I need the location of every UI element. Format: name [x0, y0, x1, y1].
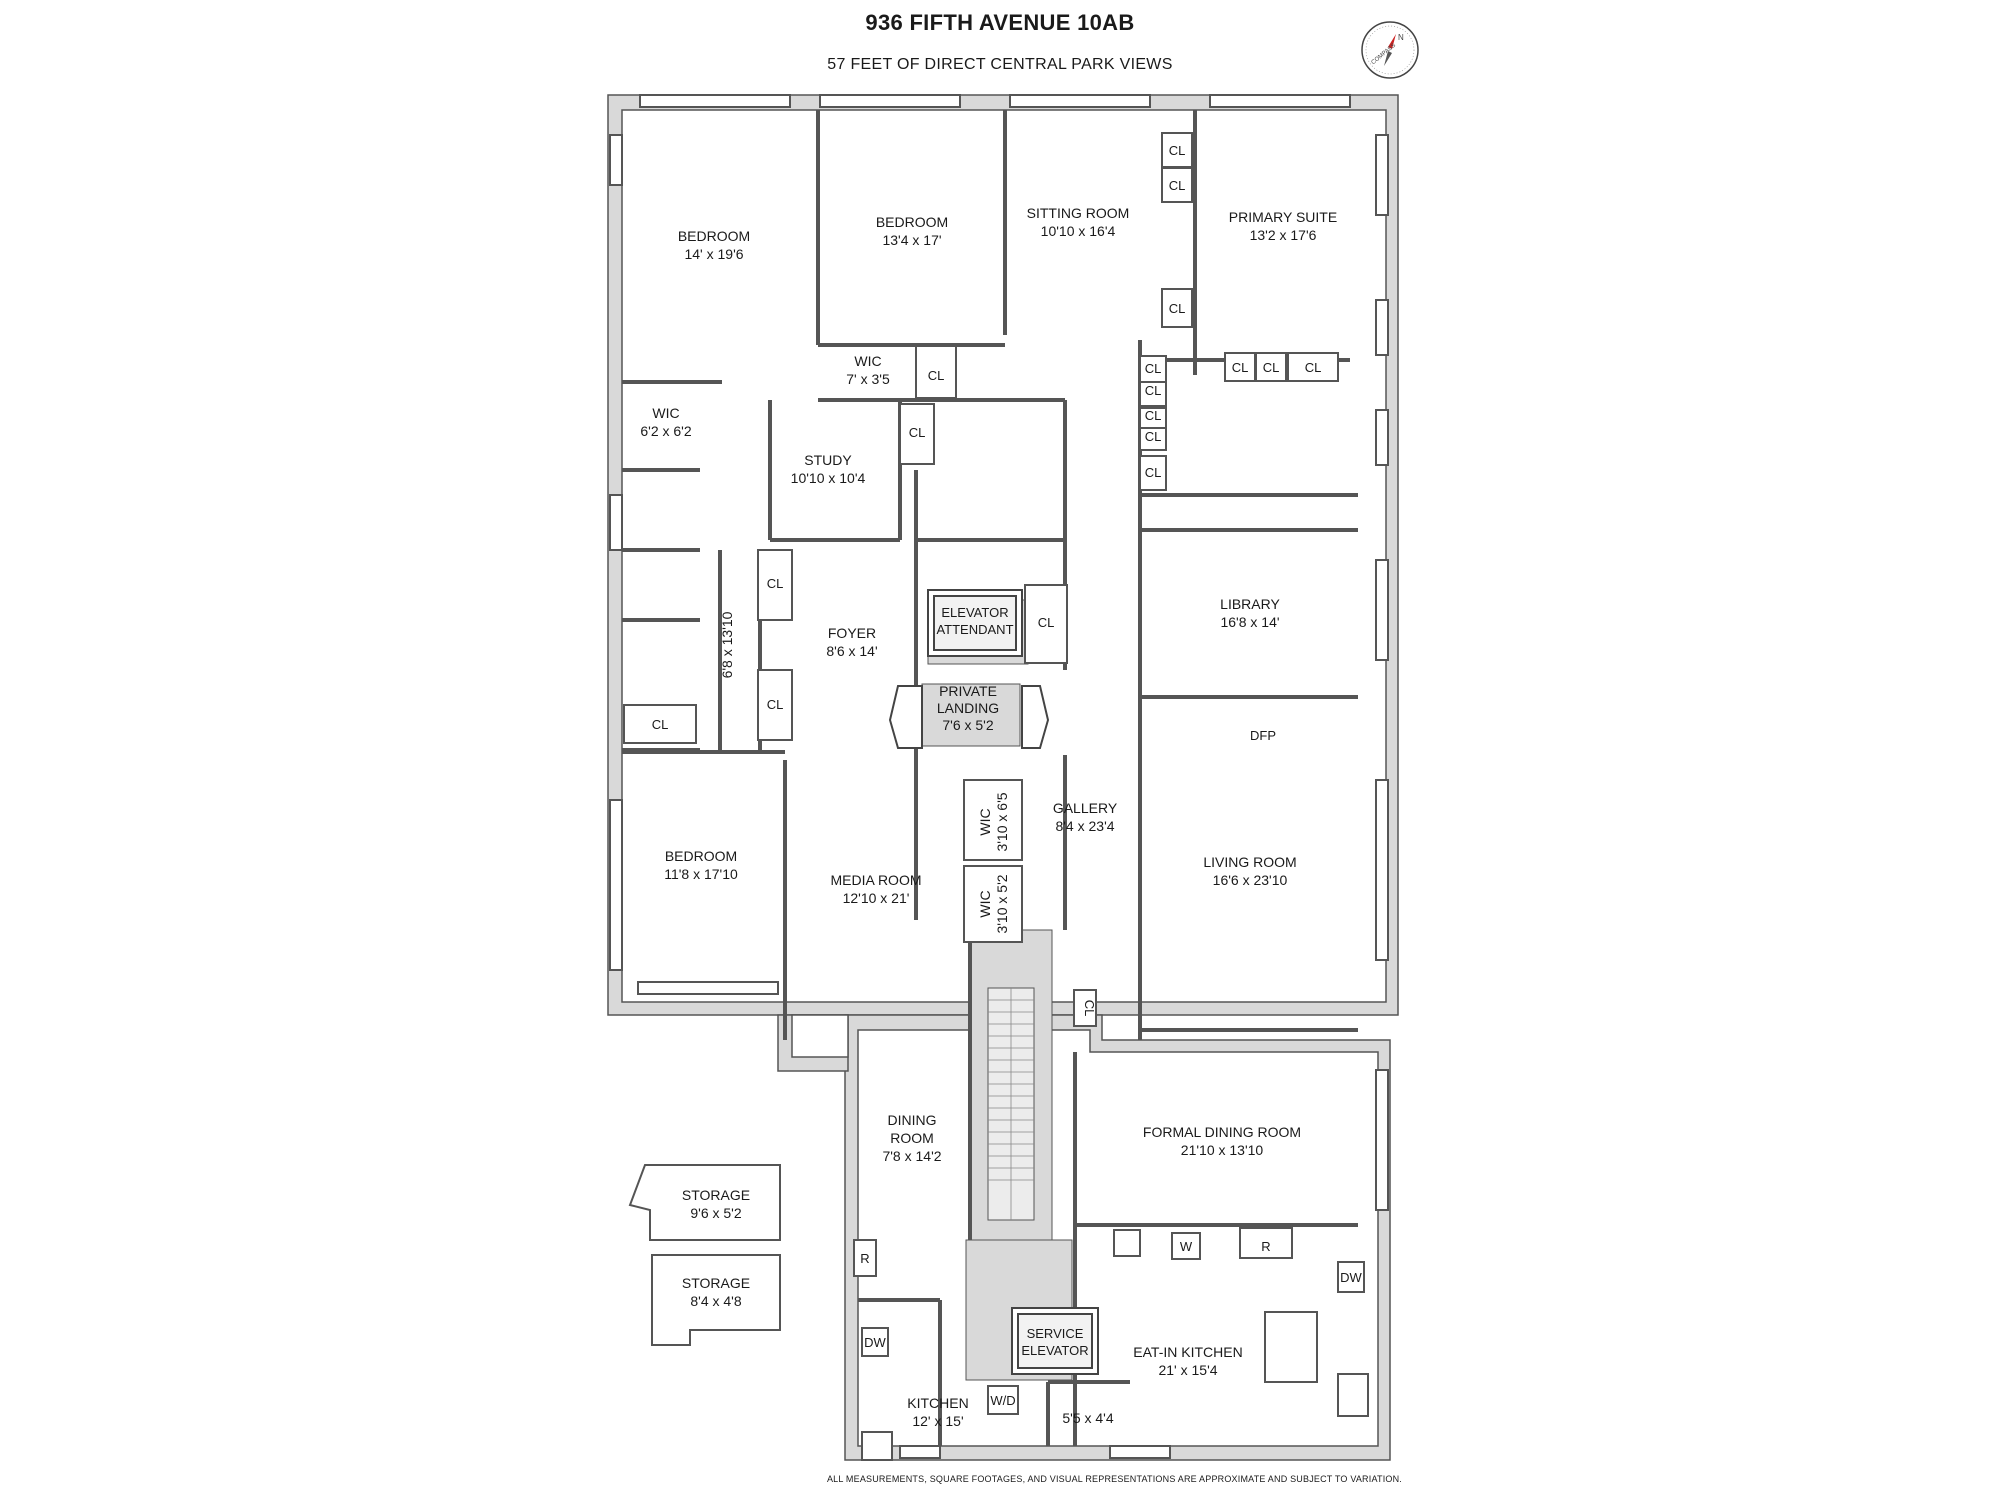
- room-name-foyer: FOYER: [828, 625, 876, 641]
- room-name-bedroom-sw: BEDROOM: [665, 848, 737, 864]
- fixture-labels: CL CL CL CL CL CL CL CL CL CL CL CL CL C…: [652, 143, 1363, 1408]
- room-size-wic-2: 6'2 x 6'2: [640, 423, 691, 439]
- room-size-bedroom-sw: 11'8 x 17'10: [664, 866, 738, 882]
- room-name-wic-1: WIC: [854, 353, 881, 369]
- room-name-storage-1: STORAGE: [682, 1187, 750, 1203]
- room-name-gallery: GALLERY: [1053, 800, 1118, 816]
- room-size-gallery: 8'4 x 23'4: [1055, 818, 1114, 834]
- room-size-formal-dining: 21'10 x 13'10: [1181, 1142, 1264, 1158]
- stair: [988, 988, 1034, 1220]
- room-size-wic-4: 3'10 x 5'2: [994, 874, 1010, 933]
- compass-icon: N COMPASS: [1361, 21, 1419, 79]
- closet-label: CL: [909, 425, 926, 440]
- room-name-sitting-room: SITTING ROOM: [1027, 205, 1130, 221]
- closet-label: CL: [1145, 383, 1162, 398]
- room-name-media-room: MEDIA ROOM: [830, 872, 921, 888]
- refrigerator-label: R: [860, 1251, 869, 1266]
- dining-room-size: 7'8 x 14'2: [882, 1148, 941, 1164]
- room-size-media-room: 12'10 x 21': [843, 890, 910, 906]
- room-size-hall: 6'8 x 13'10: [719, 611, 735, 678]
- closet-label: CL: [1263, 360, 1280, 375]
- closet-label: CL: [1169, 178, 1186, 193]
- disclaimer: ALL MEASUREMENTS, SQUARE FOOTAGES, AND V…: [826, 1474, 1402, 1484]
- room-size-primary-suite: 13'2 x 17'6: [1250, 227, 1317, 243]
- room-size-wic-3: 3'10 x 6'5: [994, 792, 1010, 851]
- room-size-eat-in-kitchen: 21' x 15'4: [1158, 1362, 1217, 1378]
- refrigerator-label: R: [1261, 1239, 1270, 1254]
- room-size-storage-2: 8'4 x 4'8: [690, 1293, 741, 1309]
- dishwasher-label: DW: [864, 1335, 886, 1350]
- room-name-wic-3: WIC: [977, 808, 993, 835]
- room-size-storage-1: 9'6 x 5'2: [690, 1205, 741, 1221]
- closet-label: CL: [1232, 360, 1249, 375]
- storage-outlines: [628, 1164, 781, 1346]
- private-landing-line1: PRIVATE: [939, 683, 997, 699]
- room-size-foyer: 8'6 x 14': [826, 643, 877, 659]
- service-elevator-line1: SERVICE: [1027, 1326, 1084, 1341]
- closet-label: CL: [767, 576, 784, 591]
- room-size-bedroom-nw: 14' x 19'6: [684, 246, 743, 262]
- washer-label: W: [1180, 1239, 1193, 1254]
- room-size-living-room: 16'6 x 23'10: [1213, 872, 1288, 888]
- room-size-sitting-room: 10'10 x 16'4: [1041, 223, 1116, 239]
- closet-label: CL: [652, 717, 669, 732]
- dishwasher-label: DW: [1340, 1270, 1362, 1285]
- elevator-attendant-line2: ATTENDANT: [936, 622, 1013, 637]
- closet-label: CL: [1169, 143, 1186, 158]
- room-name-primary-suite: PRIMARY SUITE: [1229, 209, 1337, 225]
- room-name-storage-2: STORAGE: [682, 1275, 750, 1291]
- plan-subtitle: 57 FEET OF DIRECT CENTRAL PARK VIEWS: [827, 56, 1173, 73]
- closet-label: CL: [1305, 360, 1322, 375]
- washer-dryer-label: W/D: [990, 1393, 1015, 1408]
- elevator-attendant-line1: ELEVATOR: [941, 605, 1008, 620]
- room-name-bedroom-nw: BEDROOM: [678, 228, 750, 244]
- room-name-eat-in-kitchen: EAT-IN KITCHEN: [1133, 1344, 1242, 1360]
- room-name-formal-dining: FORMAL DINING ROOM: [1143, 1124, 1301, 1140]
- closet-label: CL: [1145, 408, 1162, 423]
- room-name-living-room: LIVING ROOM: [1203, 854, 1296, 870]
- closet-label: CL: [1082, 1000, 1097, 1017]
- fireplace-label: DFP: [1250, 728, 1276, 743]
- plan-title: 936 FIFTH AVENUE 10AB: [865, 10, 1135, 35]
- windows: [609, 94, 1389, 1459]
- closet-label: CL: [928, 368, 945, 383]
- dining-room-line2: ROOM: [890, 1130, 934, 1146]
- room-size-study: 10'10 x 10'4: [791, 470, 866, 486]
- room-size-bedroom-n: 13'4 x 17': [882, 232, 941, 248]
- service-elevator-line2: ELEVATOR: [1021, 1343, 1088, 1358]
- room-size-library: 16'8 x 14': [1220, 614, 1279, 630]
- compass-north: N: [1398, 33, 1404, 42]
- room-size-kitchen: 12' x 15': [912, 1413, 963, 1429]
- closet-label: CL: [1145, 429, 1162, 444]
- dining-room-line1: DINING: [888, 1112, 937, 1128]
- elevators: [888, 589, 1099, 1375]
- private-landing-size: 7'6 x 5'2: [942, 717, 993, 733]
- room-name-bedroom-n: BEDROOM: [876, 214, 948, 230]
- room-name-kitchen: KITCHEN: [907, 1395, 968, 1411]
- closet-label: CL: [1145, 465, 1162, 480]
- closets: [623, 132, 1369, 1461]
- closet-label: CL: [1038, 615, 1055, 630]
- closet-label: CL: [1169, 301, 1186, 316]
- room-size-pantry: 5'5 x 4'4: [1062, 1410, 1113, 1426]
- room-size-wic-1: 7' x 3'5: [846, 371, 890, 387]
- closet-label: CL: [1145, 361, 1162, 376]
- room-name-study: STUDY: [804, 452, 852, 468]
- closet-label: CL: [767, 697, 784, 712]
- room-name-wic-4: WIC: [977, 890, 993, 917]
- room-name-library: LIBRARY: [1220, 596, 1280, 612]
- room-name-wic-2: WIC: [652, 405, 679, 421]
- private-landing-line2: LANDING: [937, 700, 999, 716]
